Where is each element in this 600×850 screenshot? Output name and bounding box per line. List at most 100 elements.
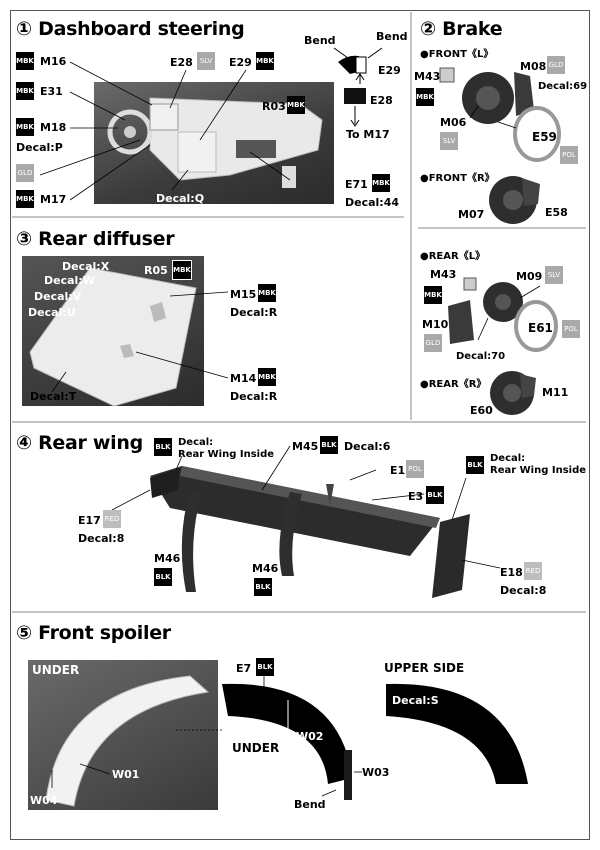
part-label-e71: E71 <box>345 178 368 191</box>
decal-label-wing-inside-right-2: Rear Wing Inside <box>490 465 587 476</box>
part-label-m07: M07 <box>458 208 485 221</box>
part-label-m43: M43 <box>430 268 457 281</box>
part-label-m15: M15 <box>230 288 257 301</box>
decal-label-q: Decal:Q <box>156 192 205 205</box>
part-label-m14: M14 <box>230 372 257 385</box>
color-badge-gld: GLD <box>547 56 565 74</box>
decal-label-w: Decal:W <box>44 274 95 287</box>
part-label-w01: W01 <box>112 768 140 781</box>
color-badge-mbk: MBK <box>372 174 390 192</box>
spoiler-upper-side-label: UPPER SIDE <box>384 661 465 675</box>
color-badge-pol: POL <box>406 460 424 478</box>
part-label-m06: M06 <box>440 116 467 129</box>
color-badge-mbk: MBK <box>16 82 34 100</box>
part-label-e59: E59 <box>532 130 557 144</box>
decal-label-wing-inside-left-2: Rear Wing Inside <box>178 449 275 460</box>
part-label-e61: E61 <box>528 321 553 335</box>
decal-label-v: Decal:V <box>34 290 82 303</box>
decal-label-r: Decal:R <box>230 306 278 319</box>
brake-rear-right-heading: ●REAR《R》 <box>420 379 487 390</box>
brake-front-left-heading: ●FRONT《L》 <box>420 49 494 60</box>
decal-label-wing-inside-right: Decal: <box>490 453 526 464</box>
color-badge-mbk: MBK <box>256 52 274 70</box>
decal-label-p: Decal:P <box>16 141 63 154</box>
spoiler-bend-label: Bend <box>294 798 326 811</box>
part-label-e1: E1 <box>390 464 406 477</box>
part-label-e29: E29 <box>229 56 252 69</box>
part-label-m46: M46 <box>252 562 279 575</box>
decal-label-44: Decal:44 <box>345 196 400 209</box>
color-badge-blk: BLK <box>154 568 172 586</box>
instruction-sheet-frame <box>10 10 590 840</box>
part-label-e7: E7 <box>236 662 252 675</box>
color-badge-blk: BLK <box>254 578 272 596</box>
decal-label-t: Decal:T <box>30 390 77 403</box>
color-badge-mbk: MBK <box>258 284 276 302</box>
brake-rear-left-heading: ●REAR《L》 <box>420 251 486 262</box>
part-label-m08: M08 <box>520 60 547 73</box>
color-badge-gld: GLD <box>16 164 34 182</box>
color-badge-slv: SLV <box>545 266 563 284</box>
part-label-e58: E58 <box>545 206 568 219</box>
decal-label-x: Decal:X <box>62 260 110 273</box>
color-badge-mbk: MBK <box>258 368 276 386</box>
spoiler-photo-under-label: UNDER <box>32 663 80 677</box>
color-badge-red: RED <box>524 562 542 580</box>
color-badge-gld: GLD <box>424 334 442 352</box>
part-label-e17: E17 <box>78 514 101 527</box>
decal-label-s: Decal:S <box>392 694 439 707</box>
decal-label-6: Decal:6 <box>344 440 391 453</box>
part-label-w03: W03 <box>362 766 390 779</box>
part-label-m11: M11 <box>542 386 569 399</box>
color-badge-mbk: MBK <box>287 96 305 114</box>
part-label-m16: M16 <box>40 55 67 68</box>
part-label-e28: E28 <box>170 56 193 69</box>
inset-part-e29: E29 <box>378 64 401 77</box>
decal-label-r: Decal:R <box>230 390 278 403</box>
color-badge-slv: SLV <box>440 132 458 150</box>
decal-label-wing-inside-left: Decal: <box>178 437 214 448</box>
color-badge-mbk: MBK <box>16 118 34 136</box>
color-badge-blk: BLK <box>466 456 484 474</box>
color-badge-pol: POL <box>560 146 578 164</box>
color-badge-mbk: MBK <box>416 88 434 106</box>
color-badge-mbk: MBK <box>424 286 442 304</box>
inset-part-e28: E28 <box>370 94 393 107</box>
part-label-r05: R05 <box>144 264 168 277</box>
part-label-m09: M09 <box>516 270 543 283</box>
part-label-m46: M46 <box>154 552 181 565</box>
color-badge-blk: BLK <box>154 438 172 456</box>
decal-label-u: Decal:U <box>28 306 76 319</box>
color-badge-blk: BLK <box>256 658 274 676</box>
part-label-m18: M18 <box>40 121 67 134</box>
section-title-wing: ④ Rear wing <box>16 432 143 454</box>
brake-front-right-heading: ●FRONT《R》 <box>420 173 495 184</box>
section-title-brake: ② Brake <box>420 18 503 40</box>
part-label-m17: M17 <box>40 193 67 206</box>
color-badge-mbk: MBK <box>16 52 34 70</box>
color-badge-mbk: MBK <box>16 190 34 208</box>
part-label-e3: E3 <box>408 490 424 503</box>
part-label-m45: M45 <box>292 440 319 453</box>
color-badge-slv: SLV <box>197 52 215 70</box>
inset-to-m17: To M17 <box>346 128 390 141</box>
color-badge-mbk: MBK <box>172 260 192 280</box>
decal-label-8: Decal:8 <box>78 532 125 545</box>
part-label-e31: E31 <box>40 85 63 98</box>
inset-bend-right: Bend <box>376 30 408 43</box>
section-title-spoiler: ⑤ Front spoiler <box>16 622 171 644</box>
section-title-diffuser: ③ Rear diffuser <box>16 228 175 250</box>
color-badge-blk: BLK <box>320 436 338 454</box>
part-label-e60: E60 <box>470 404 493 417</box>
spoiler-under-label: UNDER <box>232 741 280 755</box>
part-label-e18: E18 <box>500 566 523 579</box>
inset-bend-left: Bend <box>304 34 336 47</box>
section-title-dashboard: ① Dashboard steering <box>16 18 245 40</box>
decal-label-8: Decal:8 <box>500 584 547 597</box>
